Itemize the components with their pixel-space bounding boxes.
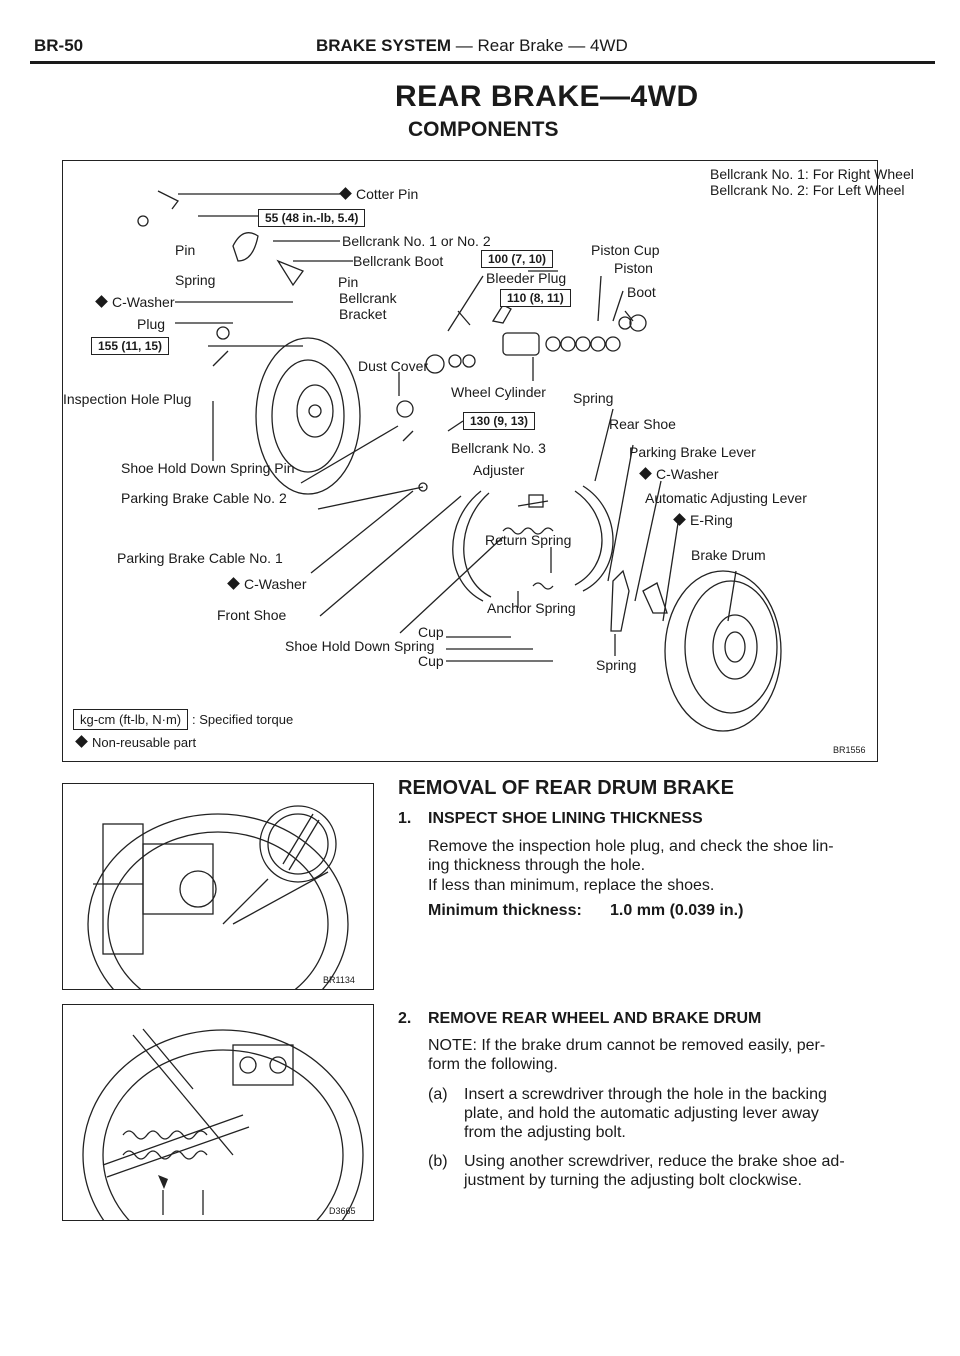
label-adjuster: Adjuster: [473, 462, 525, 478]
label-spring-wheel-cylinder: Spring: [573, 390, 614, 406]
substep-a-label: (a): [428, 1086, 448, 1103]
figure-remove-drum: D3665: [62, 1004, 374, 1221]
label-dust-cover: Dust Cover: [358, 358, 429, 374]
label-spring-bottom: Spring: [596, 657, 637, 673]
bellcrank-note-2: Bellcrank No. 2: For Left Wheel: [710, 182, 905, 198]
exploded-view-drawing: [137, 190, 782, 732]
label-c-washer-bottom-text: C-Washer: [244, 576, 307, 592]
figure-inspect-lining: BR1134: [62, 783, 374, 990]
step-1-line-1: Remove the inspection hole plug, and che…: [428, 838, 834, 855]
label-wheel-cylinder: Wheel Cylinder: [451, 384, 546, 400]
label-spring-left: Spring: [175, 272, 216, 288]
running-header-section: BRAKE SYSTEM: [316, 36, 452, 55]
torque-100: 100 (7, 10): [481, 250, 554, 268]
running-header-subsection: — Rear Brake — 4WD: [451, 36, 628, 55]
step-1-heading: INSPECT SHOE LINING THICKNESS: [428, 810, 703, 827]
bellcrank-note-1: Bellcrank No. 1: For Right Wheel: [710, 166, 914, 182]
label-parking-brake-cable-2: Parking Brake Cable No. 2: [121, 490, 287, 506]
substep-a-line-3: from the adjusting bolt.: [464, 1124, 626, 1141]
label-parking-brake-cable-1: Parking Brake Cable No. 1: [117, 550, 283, 566]
label-bleeder-plug: Bleeder Plug: [486, 270, 567, 286]
label-cup-top: Cup: [418, 624, 444, 640]
label-e-ring-text: E-Ring: [690, 512, 733, 528]
torque-55: 55 (48 in.-lb, 5.4): [258, 209, 366, 227]
components-diagram: Bellcrank No. 1: For Right Wheel Bellcra…: [62, 160, 914, 762]
nonreusable-diamond-icon: [639, 467, 652, 480]
label-return-spring: Return Spring: [485, 532, 572, 548]
label-anchor-spring: Anchor Spring: [487, 600, 576, 616]
step-1-line-2: ing thickness through the hole.: [428, 857, 646, 874]
label-c-washer-bottom: C-Washer: [227, 576, 307, 592]
label-inspection-hole-plug: Inspection Hole Plug: [63, 391, 192, 407]
running-header: BRAKE SYSTEM — Rear Brake — 4WD: [316, 36, 628, 56]
label-piston-cup: Piston Cup: [591, 242, 660, 258]
legend-nonreusable-text: Non-reusable part: [92, 735, 197, 750]
label-boot: Boot: [627, 284, 656, 300]
step-2-note-line-2: form the following.: [428, 1056, 558, 1073]
label-bracket: Bracket: [339, 306, 387, 322]
header-rule: [30, 61, 935, 64]
step-2-note-line-1: NOTE: If the brake drum cannot be remove…: [428, 1037, 826, 1054]
label-c-washer-right: C-Washer: [639, 466, 719, 482]
label-cup-bottom: Cup: [418, 653, 444, 669]
label-plug: Plug: [137, 316, 166, 332]
substep-b-line-2: justment by turning the adjusting bolt c…: [464, 1172, 802, 1189]
nonreusable-diamond-icon: [339, 187, 352, 200]
step-2-number: 2.: [398, 1010, 412, 1027]
label-c-washer-left-text: C-Washer: [112, 294, 175, 310]
label-pin-mid: Pin: [338, 274, 359, 290]
page-code: BR-50: [34, 36, 84, 55]
label-c-washer-right-text: C-Washer: [656, 466, 719, 482]
label-brake-drum: Brake Drum: [691, 547, 766, 563]
torque-130: 130 (9, 13): [463, 412, 536, 430]
torque-110: 110 (8, 11): [500, 289, 571, 307]
nonreusable-diamond-icon: [95, 295, 108, 308]
legend-torque-box: kg-cm (ft-lb, N·m): [73, 709, 189, 730]
label-cotter-pin: Cotter Pin: [339, 186, 419, 202]
label-bellcrank: Bellcrank: [339, 290, 397, 306]
label-rear-shoe: Rear Shoe: [609, 416, 676, 432]
label-shoe-hold-down-spring-pin: Shoe Hold Down Spring Pin: [121, 460, 295, 476]
spec-value: 1.0 mm (0.039 in.): [610, 902, 744, 919]
page-title: REAR BRAKE—4WD: [395, 80, 699, 113]
label-cotter-pin-text: Cotter Pin: [356, 186, 419, 202]
substep-a-line-1: Insert a screwdriver through the hole in…: [464, 1086, 827, 1103]
step-1-number: 1.: [398, 810, 412, 827]
label-automatic-adjusting-lever: Automatic Adjusting Lever: [645, 490, 807, 506]
substep-b-line-1: Using another screwdriver, reduce the br…: [464, 1153, 845, 1170]
label-bellcrank-boot: Bellcrank Boot: [353, 253, 444, 269]
nonreusable-diamond-icon: [673, 513, 686, 526]
components-heading: COMPONENTS: [408, 118, 559, 141]
substep-b-label: (b): [428, 1153, 448, 1170]
step-1-line-3: If less than minimum, replace the shoes.: [428, 877, 715, 894]
label-front-shoe: Front Shoe: [217, 607, 287, 623]
nonreusable-diamond-icon: [227, 577, 240, 590]
legend-torque: kg-cm (ft-lb, N·m) : Specified torque: [73, 709, 294, 730]
fig2-code: D3665: [329, 1206, 356, 1216]
section-title: REMOVAL OF REAR DRUM BRAKE: [398, 777, 734, 799]
fig1-code: BR1134: [323, 975, 355, 985]
label-parking-brake-lever: Parking Brake Lever: [629, 444, 756, 460]
label-piston: Piston: [614, 260, 653, 276]
diagram-fig-code: BR1556: [833, 745, 866, 755]
label-bellcrank-1-or-2: Bellcrank No. 1 or No. 2: [342, 233, 491, 249]
label-pin-left: Pin: [175, 242, 196, 258]
label-e-ring: E-Ring: [673, 512, 733, 528]
step-2-heading: REMOVE REAR WHEEL AND BRAKE DRUM: [428, 1010, 762, 1027]
substep-a-line-2: plate, and hold the automatic adjusting …: [464, 1105, 819, 1122]
legend-nonreusable: Non-reusable part: [75, 735, 197, 750]
label-shoe-hold-down-spring: Shoe Hold Down Spring: [285, 638, 435, 654]
label-c-washer-left: C-Washer: [95, 294, 175, 310]
spec-label: Minimum thickness:: [428, 902, 582, 919]
torque-155: 155 (11, 15): [91, 337, 170, 355]
screwdriver-adjustment-illustration: [82, 1028, 364, 1220]
legend-torque-text: : Specified torque: [192, 712, 294, 727]
nonreusable-diamond-icon: [75, 735, 88, 748]
inspection-hole-illustration: [87, 805, 349, 989]
label-bellcrank-3: Bellcrank No. 3: [451, 440, 546, 456]
